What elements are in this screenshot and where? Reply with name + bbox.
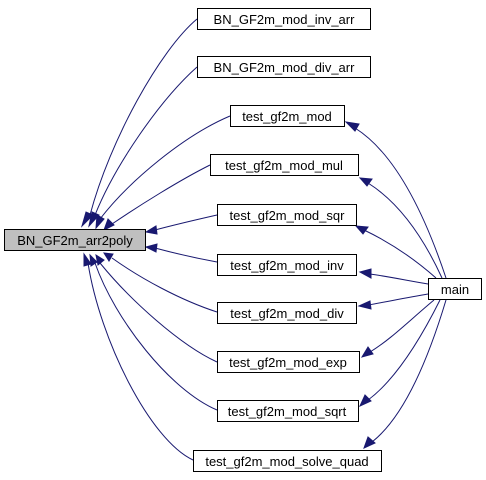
node-label: BN_GF2m_mod_inv_arr	[214, 12, 356, 27]
node-label: test_gf2m_mod_sqrt	[228, 404, 347, 419]
arrowheads-main	[344, 121, 376, 449]
edge-t_mod-to-root	[99, 115, 231, 220]
node-test-mul[interactable]: test_gf2m_mod_mul	[210, 154, 359, 176]
arrowhead	[144, 225, 158, 235]
edge-main-to-t_quad	[371, 299, 447, 443]
arrowhead	[103, 218, 115, 232]
arrowhead	[95, 253, 105, 266]
node-box	[217, 351, 360, 373]
arrowhead	[80, 211, 94, 228]
arrowhead	[144, 243, 158, 253]
node-box	[197, 8, 371, 30]
node-label: test_gf2m_mod_inv	[230, 258, 344, 273]
edge-main-to-t_sqrt	[367, 299, 441, 401]
node-box	[217, 400, 359, 422]
arrowhead	[358, 268, 372, 279]
edge-t_quad-to-root	[87, 262, 194, 461]
node-box	[193, 450, 382, 472]
node-label: main	[441, 282, 469, 297]
edge-main-to-t_exp	[369, 299, 435, 353]
node-box	[428, 278, 482, 300]
node-div-arr[interactable]: BN_GF2m_mod_div_arr	[197, 56, 371, 78]
edge-t_mul-to-root	[111, 164, 211, 225]
node-box	[230, 105, 345, 127]
arrowhead	[344, 121, 360, 132]
node-box	[217, 302, 357, 324]
arrowhead	[354, 225, 369, 235]
node-box	[217, 254, 357, 276]
node-box	[4, 229, 146, 251]
arrowhead	[83, 252, 92, 267]
edges-to-root	[87, 18, 231, 461]
arrowhead	[358, 177, 373, 187]
node-test-solve-quad[interactable]: test_gf2m_mod_solve_quad	[193, 450, 382, 472]
arrowhead	[357, 300, 372, 310]
node-main[interactable]: main	[428, 278, 482, 300]
node-label: BN_GF2m_arr2poly	[17, 233, 133, 248]
node-label: test_gf2m_mod_solve_quad	[205, 454, 368, 469]
node-test-sqrt[interactable]: test_gf2m_mod_sqrt	[217, 400, 359, 422]
edge-t_div-to-root	[111, 257, 218, 313]
node-test-mod[interactable]: test_gf2m_mod	[230, 105, 345, 127]
edge-main-to-t_sqr	[363, 229, 437, 279]
edge-t_exp-to-root	[99, 262, 218, 363]
arrowhead	[358, 394, 372, 408]
arrowhead	[360, 346, 374, 358]
edge-div_arr-to-root	[94, 66, 198, 216]
node-test-inv[interactable]: test_gf2m_mod_inv	[217, 254, 357, 276]
node-test-exp[interactable]: test_gf2m_mod_exp	[217, 351, 360, 373]
edge-inv_arr-to-root	[89, 18, 198, 216]
node-root[interactable]: BN_GF2m_arr2poly	[4, 229, 146, 251]
edge-t_inv-to-root	[154, 247, 218, 263]
edge-t_sqrt-to-root	[94, 262, 218, 411]
node-box	[210, 154, 359, 176]
edge-t_sqr-to-root	[154, 214, 218, 231]
arrowhead	[363, 436, 376, 449]
node-test-div[interactable]: test_gf2m_mod_div	[217, 302, 357, 324]
edge-main-to-t_mul	[367, 182, 443, 279]
node-label: test_gf2m_mod_exp	[229, 355, 347, 370]
node-label: test_gf2m_mod_mul	[225, 158, 343, 173]
arrowhead	[95, 214, 105, 230]
node-test-sqr[interactable]: test_gf2m_mod_sqr	[217, 204, 357, 226]
node-label: test_gf2m_mod_div	[230, 306, 344, 321]
arrowhead	[89, 253, 98, 267]
edge-main-to-t_div	[367, 293, 429, 306]
node-box	[197, 56, 371, 78]
node-label: BN_GF2m_mod_div_arr	[214, 60, 356, 75]
node-label: test_gf2m_mod	[242, 109, 332, 124]
edge-main-to-t_inv	[369, 273, 429, 285]
arrowhead	[103, 252, 114, 262]
node-inv-arr[interactable]: BN_GF2m_mod_inv_arr	[197, 8, 371, 30]
arrowheads-root	[80, 211, 158, 267]
edge-main-to-t_mod	[354, 127, 447, 279]
edges-from-main	[354, 127, 447, 443]
node-label: test_gf2m_mod_sqr	[230, 208, 346, 223]
node-box	[217, 204, 357, 226]
